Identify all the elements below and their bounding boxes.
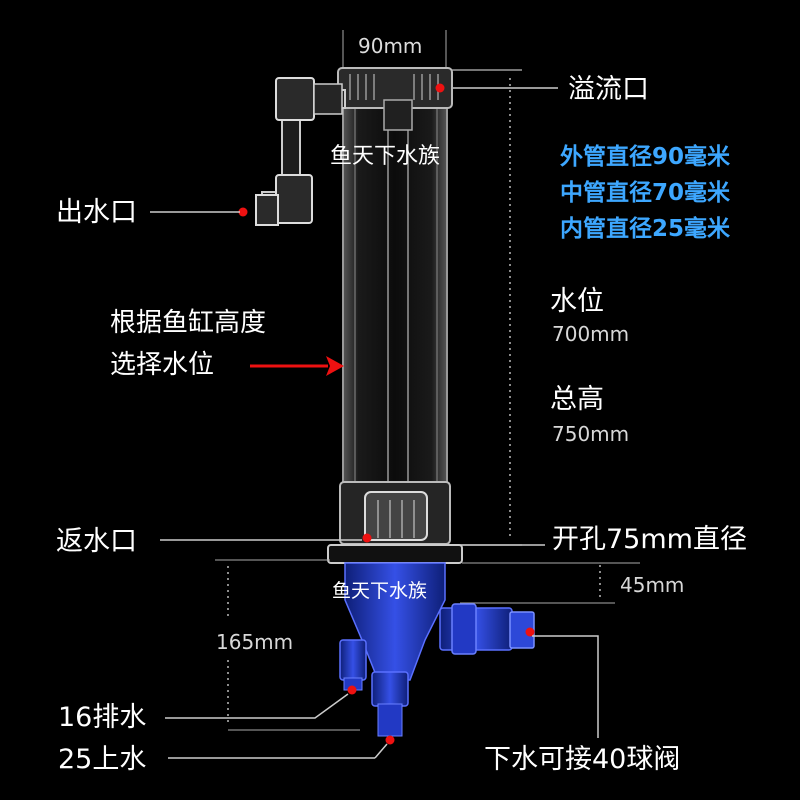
spec-outer: 外管直径90毫米: [560, 144, 731, 170]
elbow-fitting: [275, 77, 315, 121]
total-height-label: 总高: [550, 384, 604, 415]
choose-level-line2: 选择水位: [110, 350, 215, 380]
drain-fitting: [339, 639, 367, 681]
return-marker: [362, 533, 372, 543]
return-nozzle: [364, 491, 428, 541]
top-width-dim: 90mm: [358, 34, 423, 58]
overflow-label: 溢流口: [568, 74, 649, 105]
drain-marker: [347, 685, 357, 695]
inlet-marker: [385, 735, 395, 745]
drain-leader: [165, 693, 349, 719]
top-cap-slots: [349, 74, 439, 100]
spec-mid: 中管直径70毫米: [560, 180, 731, 206]
inlet-fitting: [371, 671, 409, 707]
downpipe-leader: [532, 635, 599, 738]
overflow-marker: [435, 83, 445, 93]
outer-tube: [342, 79, 448, 491]
brand-bottom: 鱼天下水族: [332, 580, 428, 602]
outlet-marker: [238, 207, 248, 217]
water-level-value: 700mm: [552, 322, 630, 346]
brand-top: 鱼天下水族: [330, 144, 441, 169]
return-label: 返水口: [56, 526, 137, 557]
red-arrow-head: [326, 356, 344, 376]
spec-inner: 内管直径25毫米: [560, 216, 731, 242]
outlet-label: 出水口: [56, 197, 137, 228]
water-level-label: 水位: [550, 286, 604, 317]
dim-165: 165mm: [216, 630, 294, 654]
dim-45: 45mm: [620, 573, 685, 597]
elbow-fitting: [275, 174, 313, 224]
total-height-value: 750mm: [552, 422, 630, 446]
downpipe-marker: [525, 627, 535, 637]
choose-level-line1: 根据鱼缸高度: [110, 308, 267, 338]
flange: [327, 544, 463, 564]
drain-label: 16排水: [58, 702, 147, 733]
downpipe-label: 下水可接40球阀: [484, 744, 681, 775]
blue-bulkhead: [344, 562, 446, 681]
hole-label: 开孔75mm直径: [552, 524, 747, 555]
inlet-label: 25上水: [58, 744, 147, 775]
